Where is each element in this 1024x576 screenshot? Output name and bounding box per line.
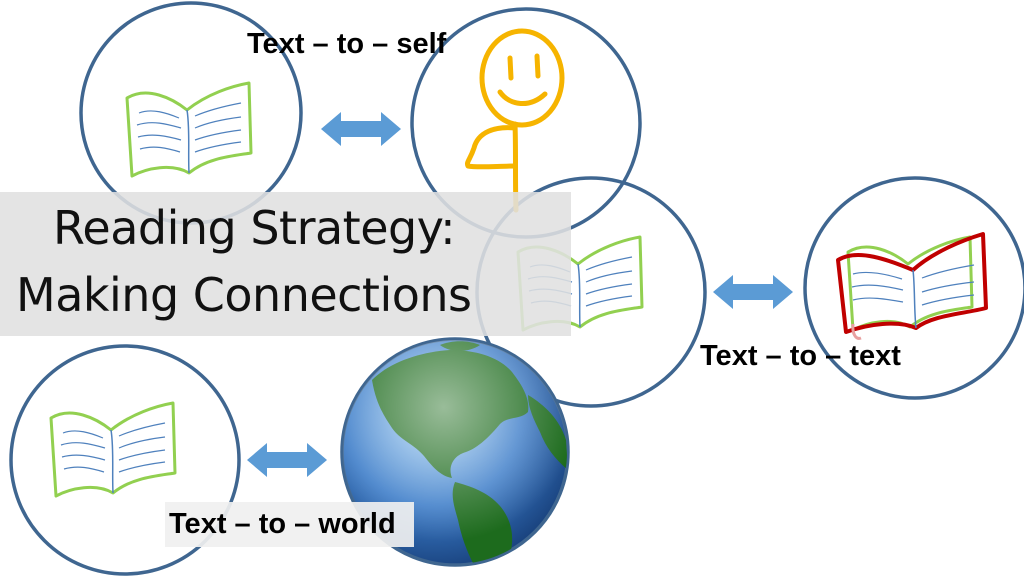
globe-icon bbox=[340, 337, 570, 567]
circle-world-book bbox=[9, 344, 241, 576]
double-arrow-icon bbox=[321, 112, 401, 146]
double-arrow-icon bbox=[713, 275, 793, 309]
text-to-self-label: Text – to – self bbox=[247, 28, 447, 60]
title-box: Reading Strategy: Making Connections bbox=[0, 192, 571, 336]
smiley-stick-figure-icon bbox=[465, 28, 565, 213]
open-book-red-outline-icon bbox=[836, 232, 988, 340]
title-line-1: Reading Strategy: bbox=[53, 201, 456, 255]
open-book-icon bbox=[49, 401, 177, 498]
text-to-world-label: Text – to – world bbox=[165, 502, 414, 547]
title-line-2: Making Connections bbox=[16, 268, 472, 322]
circle-text-other bbox=[803, 176, 1024, 400]
text-to-text-label: Text – to – text bbox=[700, 340, 901, 372]
double-arrow-icon bbox=[247, 443, 327, 477]
open-book-icon bbox=[125, 81, 253, 178]
